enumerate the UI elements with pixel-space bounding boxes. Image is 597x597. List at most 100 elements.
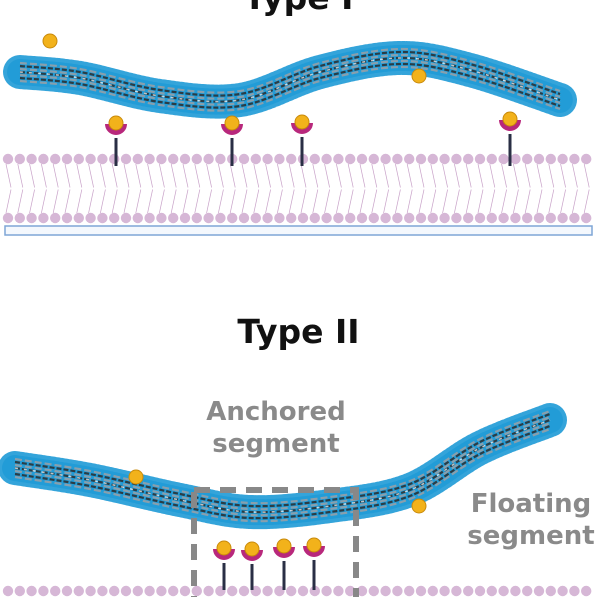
- lipid-head: [345, 585, 356, 597]
- lipid-tail: [465, 189, 472, 214]
- lipid-head: [262, 585, 273, 597]
- lipid-head: [191, 153, 202, 165]
- fiber-strand: [19, 50, 561, 97]
- lipid-head: [557, 212, 568, 224]
- lipid-head: [498, 212, 509, 224]
- lipid-head: [451, 585, 462, 597]
- lipid-head: [14, 153, 25, 165]
- ligand-particle-icon: [244, 541, 260, 557]
- lipid-head: [380, 212, 391, 224]
- support-substrate: [4, 225, 593, 236]
- lipid-head: [463, 212, 474, 224]
- lipid-tail: [206, 163, 212, 188]
- fiber-strand: [14, 424, 551, 520]
- lipid-head: [297, 585, 309, 597]
- lipid-head: [439, 585, 450, 597]
- lipid-head: [132, 212, 143, 224]
- lipid-head: [109, 212, 120, 224]
- lipid-tail: [465, 163, 472, 188]
- lipid-tail: [17, 163, 24, 188]
- lipid-tail: [324, 189, 330, 214]
- lipid-head: [156, 585, 167, 597]
- lipid-head: [427, 153, 438, 165]
- lipid-head: [38, 153, 49, 165]
- fiber-strand: [19, 53, 561, 100]
- lipid-tail: [241, 163, 248, 188]
- lipid-head: [120, 153, 132, 165]
- lipid-tail: [170, 189, 177, 214]
- lipid-tail: [123, 163, 130, 188]
- ligand-particle-icon: [502, 111, 518, 127]
- receptor-group-top: [105, 111, 521, 166]
- lipid-head: [97, 585, 108, 597]
- lipid-tail: [489, 189, 496, 214]
- fiber-strand: [19, 65, 561, 112]
- lipid-tail: [206, 189, 212, 214]
- lipid-tail: [477, 163, 484, 188]
- lipid-head: [309, 153, 320, 165]
- lipid-head: [61, 585, 73, 597]
- lipid-head: [179, 212, 191, 224]
- fiber-strand: [19, 47, 561, 94]
- lipid-head: [333, 153, 344, 165]
- lipid-head: [522, 212, 533, 224]
- lipid-tail: [88, 189, 94, 214]
- lipid-tail: [583, 163, 590, 188]
- lipid-head: [144, 212, 155, 224]
- lipid-head: [238, 153, 250, 165]
- lipid-head: [274, 153, 285, 165]
- lipid-tail: [524, 163, 531, 188]
- lipid-tail: [560, 163, 566, 188]
- receptor-group-bottom: [213, 537, 325, 590]
- fiber-strand: [14, 409, 551, 505]
- lipid-tail: [395, 163, 401, 188]
- lipid-head: [522, 585, 533, 597]
- lipid-tail: [371, 189, 378, 214]
- lipid-tail: [477, 189, 484, 214]
- lipid-tail: [100, 163, 106, 188]
- lipid-head: [557, 585, 568, 597]
- fiber-strand: [19, 59, 561, 106]
- lipid-tail: [430, 189, 437, 214]
- lipid-head: [404, 212, 415, 224]
- lipid-head: [50, 153, 61, 165]
- lipid-head: [309, 212, 320, 224]
- lipid-head: [404, 585, 415, 597]
- lipid-tail: [229, 189, 236, 214]
- lipid-head: [191, 212, 202, 224]
- lipid-head: [191, 585, 202, 597]
- lipid-bilayer-bottom: [2, 585, 592, 597]
- lipid-tail: [29, 163, 35, 188]
- lipid-head: [545, 212, 556, 224]
- lipid-head: [498, 585, 509, 597]
- lipid-head: [227, 212, 238, 224]
- lipid-head: [474, 585, 486, 597]
- anchored-label-line-1: Anchored: [206, 397, 346, 427]
- floating-segment-label: Floating segment: [466, 488, 596, 552]
- type-one-title: Type I: [0, 0, 597, 18]
- lipid-tail: [548, 163, 555, 188]
- lipid-head: [368, 585, 379, 597]
- lipid-head: [581, 585, 592, 597]
- lipid-head: [392, 212, 403, 224]
- lipid-tail: [359, 189, 366, 214]
- lipid-tail: [17, 189, 24, 214]
- lipid-tail: [501, 163, 507, 188]
- lipid-head: [415, 585, 427, 597]
- lipid-head: [533, 153, 545, 165]
- lipid-head: [73, 585, 85, 597]
- lipid-tail: [406, 163, 413, 188]
- lipid-tail: [572, 189, 578, 214]
- lipid-tail: [64, 163, 71, 188]
- lipid-tail: [442, 189, 448, 214]
- lipid-tail: [170, 163, 177, 188]
- lipid-head: [392, 585, 403, 597]
- lipid-head: [14, 212, 25, 224]
- lipid-tail: [41, 163, 47, 188]
- lipid-head: [474, 153, 486, 165]
- lipid-head: [144, 585, 155, 597]
- anchored-label-line-2: segment: [212, 429, 340, 459]
- fiber-strand: [14, 427, 551, 523]
- lipid-tail: [194, 163, 201, 188]
- lipid-head: [345, 212, 356, 224]
